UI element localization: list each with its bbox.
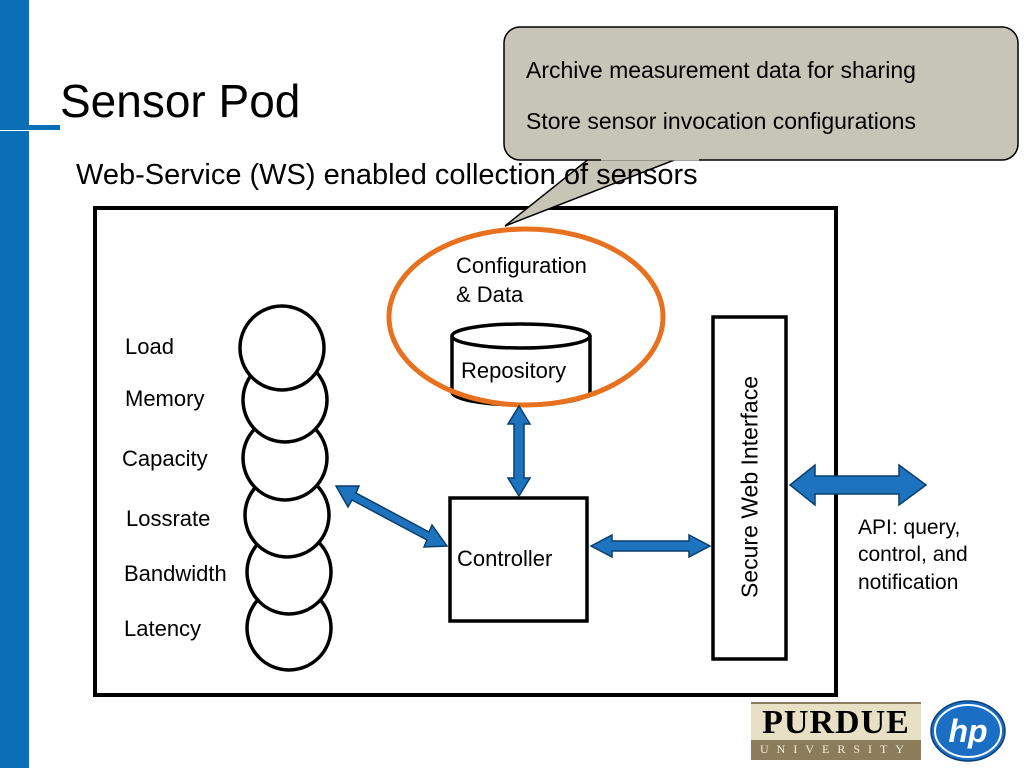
hp-logo: hp xyxy=(930,700,1006,762)
controller-label: Controller xyxy=(457,546,553,571)
sensor-label-capacity: Capacity xyxy=(122,446,208,471)
purdue-logo-university: UNIVERSITY xyxy=(760,742,912,756)
config-label-line1: Configuration xyxy=(456,253,587,278)
callout-bubble xyxy=(503,26,1019,227)
sensor-label-load: Load xyxy=(125,334,174,359)
repository-cylinder xyxy=(450,322,592,407)
api-label-line2: control, and xyxy=(858,543,968,567)
callout-line-store: Store sensor invocation configurations xyxy=(526,108,916,134)
left-accent-bar-lower xyxy=(0,131,29,768)
api-label-line1: API: query, xyxy=(858,516,961,539)
secure-web-interface-label: Secure Web Interface xyxy=(736,375,763,599)
sensor-label-bandwidth: Bandwidth xyxy=(124,561,227,586)
sensor-label-lossrate: Lossrate xyxy=(126,506,211,531)
callout-line-archive: Archive measurement data for sharing xyxy=(526,57,916,83)
purdue-logo: PURDUE UNIVERSITY xyxy=(751,702,921,760)
config-label-line2: & Data xyxy=(456,281,524,307)
slide-subtitle: Web-Service (WS) enabled collection of s… xyxy=(76,159,698,191)
sensor-label-latency: Latency xyxy=(124,616,202,641)
api-label-line3: notification xyxy=(858,570,959,594)
sensor-label-memory: Memory xyxy=(125,386,205,411)
arrow-interface-api xyxy=(788,463,928,507)
highlight-ellipse xyxy=(386,226,666,408)
secure-web-interface-box xyxy=(711,315,788,661)
arrow-sensors-controller xyxy=(334,485,449,548)
left-accent-bar xyxy=(0,0,29,125)
sensor-circle-load xyxy=(238,304,326,392)
arrow-controller-interface xyxy=(589,533,712,559)
api-label: API: query, control, and notification xyxy=(858,514,968,596)
config-label: Configuration & Data xyxy=(456,252,587,309)
repository-label: Repository xyxy=(461,358,567,383)
hp-logo-text: hp xyxy=(948,713,987,749)
arrow-repository-controller xyxy=(506,404,532,498)
slide-title: Sensor Pod xyxy=(60,75,301,127)
controller-box xyxy=(448,496,589,623)
title-rule xyxy=(0,125,60,130)
purdue-logo-wordmark: PURDUE xyxy=(751,704,921,741)
